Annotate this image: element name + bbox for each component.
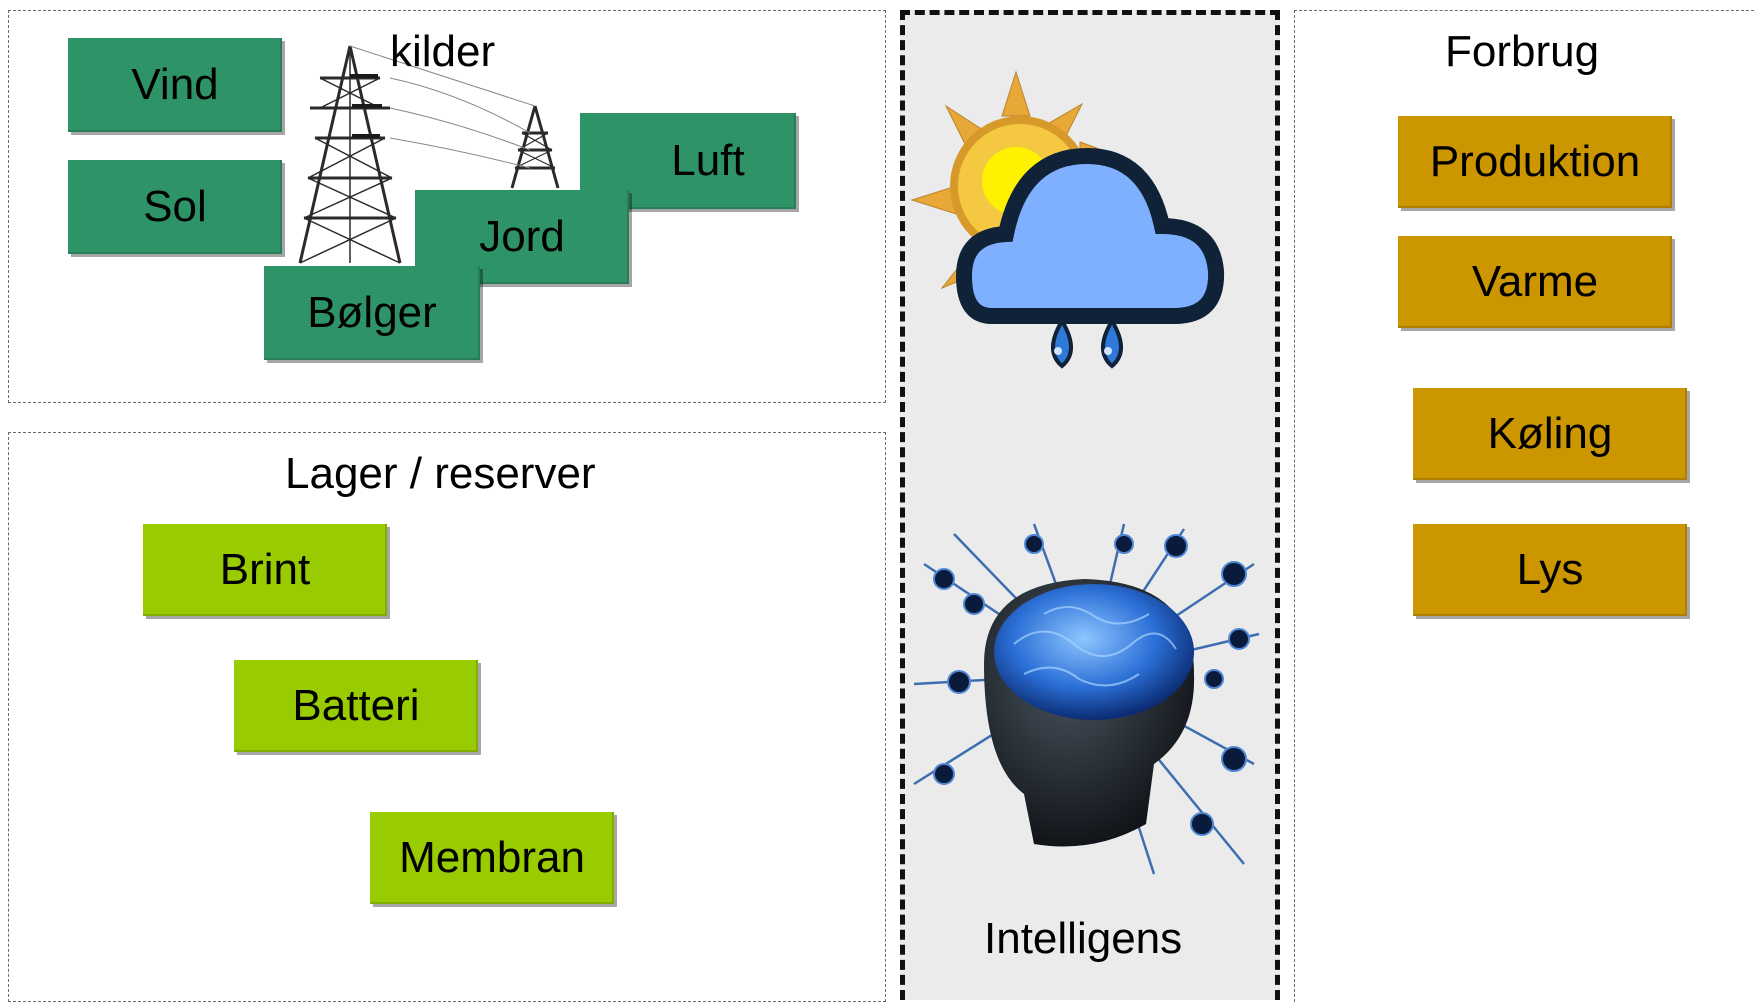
source-box-vind[interactable]: Vind: [68, 38, 282, 132]
storage-box-brint[interactable]: Brint: [143, 524, 387, 616]
sources-title: kilder: [390, 27, 496, 76]
intelligence-title: Intelligens: [984, 914, 1183, 963]
source-box-sol[interactable]: Sol: [68, 160, 282, 254]
storage-box-membran[interactable]: Membran: [370, 812, 614, 904]
weather-sun-cloud-rain-icon: [910, 70, 1225, 369]
consumption-box-produktion[interactable]: Produktion: [1398, 116, 1672, 208]
brain-network-icon: [913, 523, 1260, 875]
sources-panel: [8, 10, 886, 403]
consumption-panel: [1294, 10, 1756, 1002]
storage-box-batteri[interactable]: Batteri: [234, 660, 478, 752]
source-box-bolger[interactable]: Bølger: [264, 266, 480, 360]
consumption-box-koling[interactable]: Køling: [1413, 388, 1687, 480]
storage-title: Lager / reserver: [285, 449, 596, 498]
consumption-title: Forbrug: [1445, 27, 1600, 76]
power-pylon-icon: [298, 45, 560, 264]
consumption-box-varme[interactable]: Varme: [1398, 236, 1672, 328]
consumption-box-lys[interactable]: Lys: [1413, 524, 1687, 616]
